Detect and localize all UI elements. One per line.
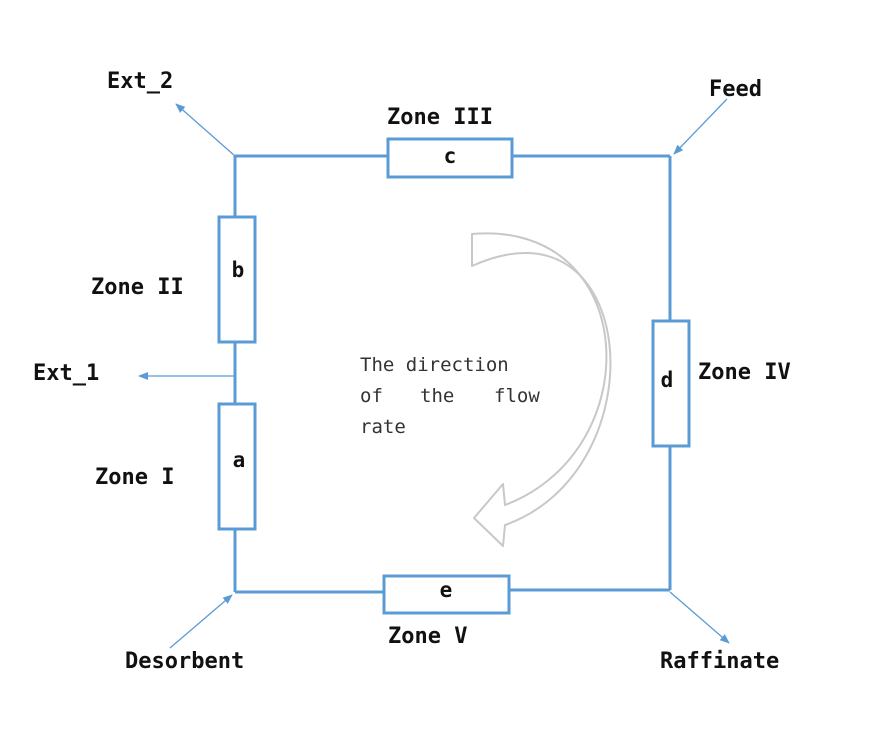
loop-wires bbox=[233, 154, 672, 594]
feed-arrow bbox=[673, 98, 728, 155]
zone-3-label: Zone III bbox=[387, 105, 493, 130]
zone-4-label: Zone IV bbox=[698, 360, 791, 385]
feed-label: Feed bbox=[709, 77, 762, 102]
column-c-label: c bbox=[444, 144, 457, 168]
flow-note-line-1: The direction bbox=[360, 354, 509, 376]
zone-1-label: Zone I bbox=[95, 465, 174, 490]
column-a-box bbox=[217, 402, 257, 531]
column-a-label: a bbox=[233, 448, 246, 472]
column-d-label: d bbox=[661, 368, 674, 392]
column-d-box bbox=[651, 319, 691, 448]
flow-note-line-3: rate bbox=[360, 416, 406, 438]
column-e-box bbox=[382, 574, 511, 615]
raffinate-arrow bbox=[669, 591, 730, 644]
column-b-box bbox=[217, 215, 257, 344]
zone-5-label: Zone V bbox=[388, 624, 467, 649]
raffinate-label: Raffinate bbox=[660, 649, 779, 674]
flow-note-word-the: the bbox=[420, 385, 454, 407]
zone-2-label: Zone II bbox=[91, 275, 184, 300]
flow-direction-arrow bbox=[471, 232, 612, 547]
flow-note: The direction of the flow rate bbox=[360, 354, 540, 438]
ext2-arrow bbox=[175, 103, 236, 157]
column-e-label: e bbox=[440, 578, 453, 602]
column-c-box bbox=[386, 137, 514, 179]
ext2-label: Ext_2 bbox=[107, 69, 173, 94]
desorbent-label: Desorbent bbox=[125, 649, 244, 674]
column-b-label: b bbox=[232, 258, 245, 282]
flow-note-word-of: of bbox=[360, 385, 383, 407]
flow-note-word-flow: flow bbox=[494, 385, 540, 407]
ext1-label: Ext_1 bbox=[33, 361, 99, 386]
desorbent-arrow bbox=[169, 594, 233, 649]
